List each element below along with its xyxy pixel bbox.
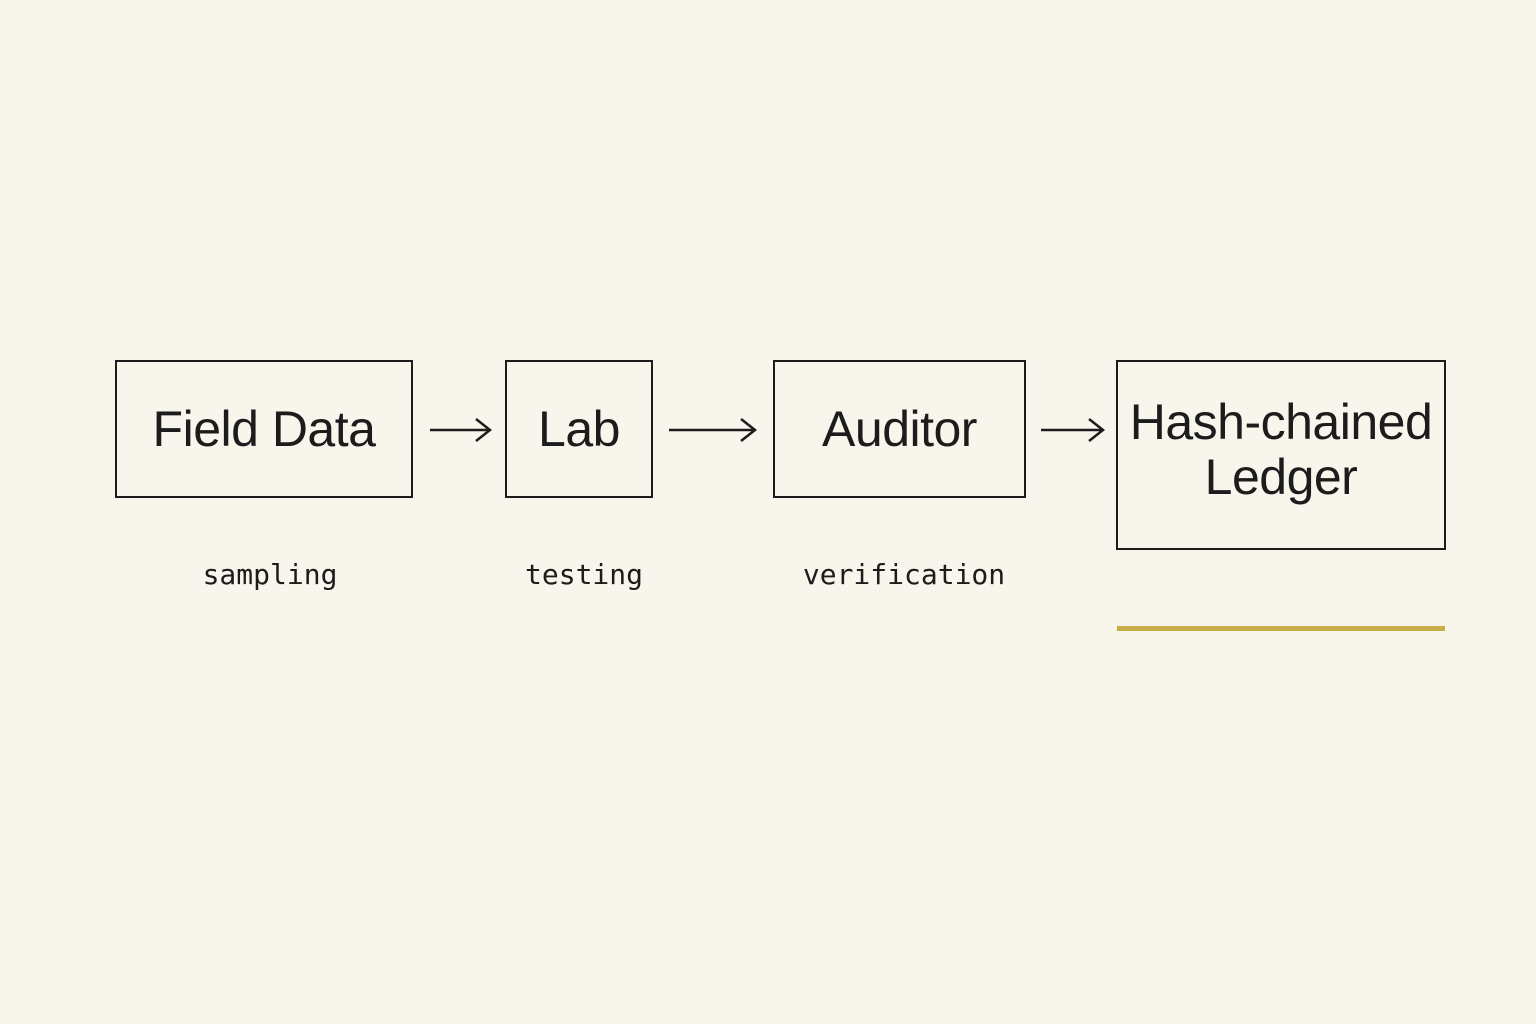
node-ledger-label-line2: Ledger: [1204, 449, 1358, 505]
ledger-accent-bar: [1117, 626, 1445, 631]
right-arrow-icon: [669, 418, 758, 442]
right-arrow-icon: [430, 418, 493, 442]
node-field-data-label: Field Data: [152, 400, 376, 457]
node-auditor: Auditor: [773, 360, 1026, 498]
node-ledger-label-line1: Hash-chained: [1129, 394, 1433, 450]
caption-testing: testing: [524, 558, 644, 591]
right-arrow-icon: [1041, 418, 1106, 442]
node-auditor-label: Auditor: [822, 400, 977, 457]
caption-sampling: sampling: [202, 558, 338, 591]
node-field-data: Field Data: [115, 360, 413, 498]
node-lab-label: Lab: [538, 400, 620, 457]
node-hash-chained-ledger: Hash-chained Ledger: [1116, 360, 1446, 550]
node-lab: Lab: [505, 360, 653, 498]
caption-verification: verification: [802, 558, 1006, 591]
node-ledger-label: Hash-chained Ledger: [1130, 395, 1433, 505]
